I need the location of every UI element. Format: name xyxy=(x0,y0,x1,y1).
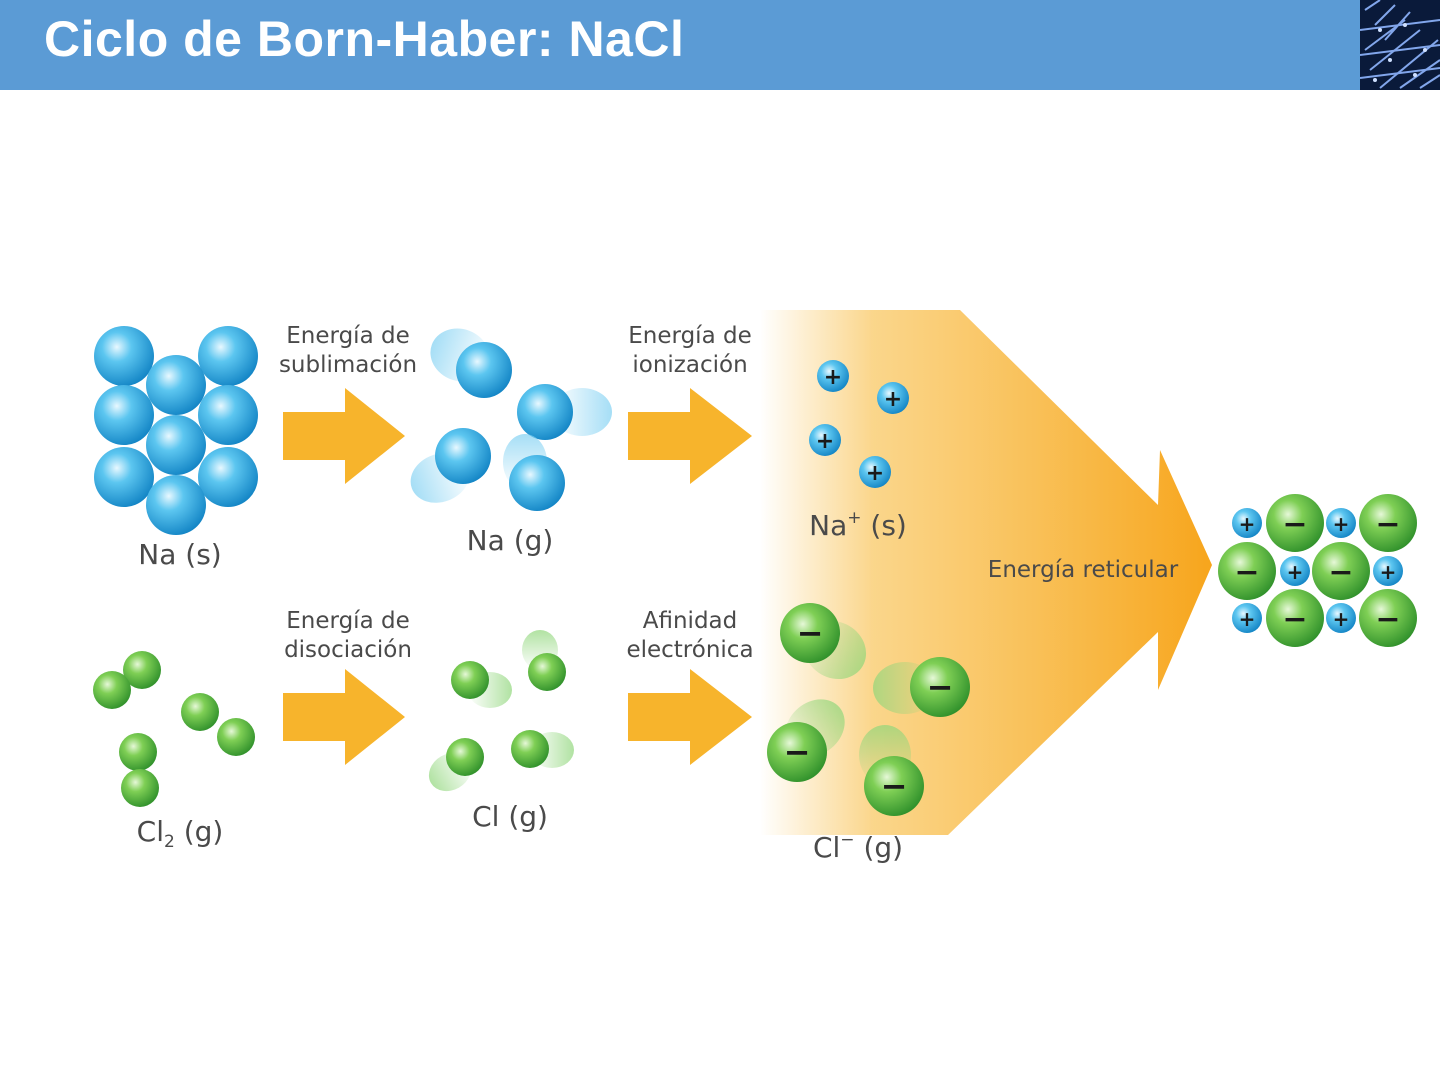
sublimation-label: Energía de sublimación xyxy=(278,323,418,378)
sodium-ions: + + + + xyxy=(809,360,909,488)
svg-text:−: − xyxy=(784,733,811,771)
svg-text:−: − xyxy=(927,668,954,706)
page-title: Ciclo de Born-Haber: NaCl xyxy=(44,11,685,67)
sublimation-arrow xyxy=(283,388,405,484)
ionization-label: Energía de ionización xyxy=(628,323,752,378)
lattice-photo-icon xyxy=(1360,0,1440,90)
svg-text:+: + xyxy=(1380,560,1397,584)
cl2-gas-label: Cl2 (g) xyxy=(136,815,224,852)
svg-text:−: − xyxy=(1234,555,1259,590)
svg-text:+: + xyxy=(884,387,902,412)
electron-affinity-label: Afinidad electrónica xyxy=(626,608,754,663)
svg-text:−: − xyxy=(881,767,908,805)
dissociation-arrow xyxy=(283,669,405,765)
header-bar: Ciclo de Born-Haber: NaCl xyxy=(0,0,1440,90)
svg-text:−: − xyxy=(1375,507,1400,542)
na-solid-label: Na (s) xyxy=(138,538,222,571)
svg-text:+: + xyxy=(866,461,884,486)
dissociation-label: Energía de disociación xyxy=(284,608,412,663)
na-ion-label: Na+ (s) xyxy=(809,508,907,542)
chloride-ions: − − − − xyxy=(767,603,970,816)
svg-text:−: − xyxy=(1282,507,1307,542)
svg-text:+: + xyxy=(1239,512,1256,536)
svg-text:+: + xyxy=(1239,607,1256,631)
lattice-energy-label: Energía reticular xyxy=(987,557,1179,583)
svg-text:−: − xyxy=(1328,555,1353,590)
svg-text:−: − xyxy=(797,614,824,652)
svg-text:−: − xyxy=(1375,602,1400,637)
svg-text:−: − xyxy=(1282,602,1307,637)
cl-gas-label: Cl (g) xyxy=(472,800,548,833)
chlorine-gas-atoms xyxy=(428,630,574,792)
cl-ion-label: Cl− (g) xyxy=(812,830,904,864)
sodium-solid-lattice xyxy=(94,326,258,535)
nacl-crystal-lattice: − − − − − − + + + + + + xyxy=(1218,494,1417,647)
ionization-arrow xyxy=(628,388,752,484)
lattice-energy-arrow xyxy=(760,310,1212,835)
svg-text:+: + xyxy=(824,365,842,390)
svg-text:+: + xyxy=(1333,512,1350,536)
svg-text:+: + xyxy=(1287,560,1304,584)
svg-text:+: + xyxy=(1333,607,1350,631)
sodium-gas-atoms xyxy=(410,328,612,511)
svg-text:+: + xyxy=(816,429,834,454)
na-gas-label: Na (g) xyxy=(466,524,554,557)
chlorine-molecules xyxy=(93,651,255,807)
electron-affinity-arrow xyxy=(628,669,752,765)
